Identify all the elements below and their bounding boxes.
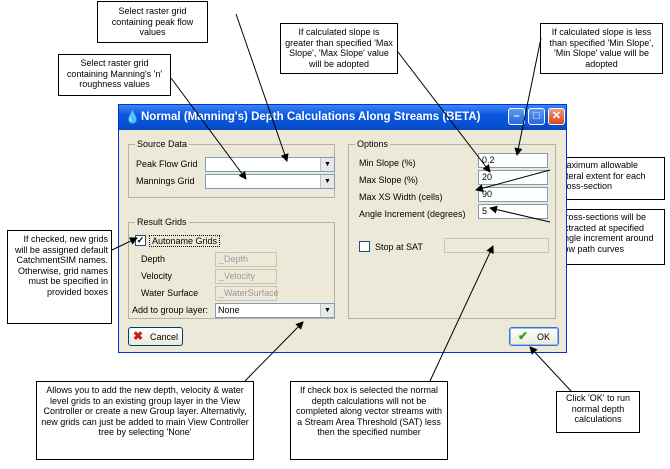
group-layer-value: None	[218, 305, 240, 315]
stop-at-sat-input[interactable]	[444, 238, 549, 253]
minimize-button[interactable]: –	[508, 108, 525, 125]
water-surface-label: Water Surface	[141, 288, 199, 298]
max-xs-width-label: Max XS Width (cells)	[359, 192, 443, 202]
depth-label: Depth	[141, 254, 166, 264]
max-slope-label: Max Slope (%)	[359, 175, 419, 185]
group-layer-label: Add to group layer:	[132, 305, 209, 315]
callout-group-layer: Allows you to add the new depth, velocit…	[36, 381, 254, 460]
arrow-ok	[529, 346, 572, 392]
chevron-down-icon[interactable]: ▼	[320, 175, 334, 188]
mannings-label: Mannings Grid	[136, 176, 195, 186]
callout-autoname: If checked, new grids will be assigned d…	[7, 230, 112, 324]
angle-increment-label: Angle Increment (degrees)	[359, 209, 466, 219]
source-data-group: Source Data Peak Flow Grid ▼ Mannings Gr…	[128, 139, 335, 198]
min-slope-input[interactable]: 0.2	[478, 153, 548, 168]
mannings-grid-select[interactable]: ▼	[205, 174, 335, 189]
min-slope-label: Min Slope (%)	[359, 158, 416, 168]
green-check-icon: ✔	[518, 329, 529, 343]
water-surface-input[interactable]: _WaterSurface	[215, 286, 279, 301]
chevron-down-icon[interactable]: ▼	[320, 158, 334, 171]
result-grids-group: Result Grids ✓ Autoname Grids Depth _Dep…	[128, 217, 335, 319]
callout-peak-flow: Select raster grid containing peak flow …	[97, 1, 208, 43]
result-grids-legend: Result Grids	[135, 217, 189, 227]
callout-stop-sat: If check box is selected the normal dept…	[290, 381, 448, 460]
source-data-legend: Source Data	[135, 139, 190, 149]
peak-flow-grid-select[interactable]: ▼	[205, 157, 335, 172]
autoname-label[interactable]: Autoname Grids	[149, 235, 221, 247]
depth-input[interactable]: _Depth	[215, 252, 277, 267]
stop-at-sat-label[interactable]: Stop at SAT	[375, 242, 423, 252]
close-button[interactable]: ✕	[548, 108, 565, 125]
peak-flow-label: Peak Flow Grid	[136, 159, 198, 169]
autoname-checkbox[interactable]: ✓	[135, 235, 146, 246]
manning-depth-dialog: 💧 Normal (Manning's) Depth Calculations …	[118, 104, 567, 353]
group-layer-select[interactable]: None ▼	[215, 303, 335, 318]
callout-angle: Cross-sections will be extracted at spec…	[550, 209, 665, 265]
chevron-down-icon[interactable]: ▼	[320, 304, 334, 317]
cancel-label: Cancel	[150, 332, 179, 342]
options-legend: Options	[355, 139, 391, 149]
title-bar[interactable]: 💧 Normal (Manning's) Depth Calculations …	[119, 105, 566, 130]
maximize-button[interactable]: □	[528, 108, 545, 125]
max-xs-width-input[interactable]: 90	[478, 187, 548, 202]
stop-at-sat-checkbox[interactable]	[359, 241, 370, 252]
callout-max-slope: If calculated slope is greater than spec…	[280, 23, 398, 74]
water-drop-icon: 💧	[125, 110, 140, 124]
velocity-input[interactable]: _Velocity	[215, 269, 277, 284]
callout-mannings: Select raster grid containing Manning's …	[58, 54, 171, 96]
velocity-label: Velocity	[141, 271, 173, 281]
ok-label: OK	[537, 332, 551, 342]
callout-min-slope: If calculated slope is less than specifi…	[540, 23, 663, 74]
cancel-button[interactable]: ✖ Cancel	[128, 327, 183, 346]
callout-max-xs: Maximum allowable lateral extent for eac…	[550, 157, 665, 200]
ok-button[interactable]: ✔ OK	[509, 327, 559, 346]
red-x-icon: ✖	[133, 329, 144, 343]
callout-ok: Click 'OK' to run normal depth calculati…	[556, 391, 640, 433]
dialog-title: Normal (Manning's) Depth Calculations Al…	[141, 111, 481, 123]
max-slope-input[interactable]: 20	[478, 170, 548, 185]
angle-increment-input[interactable]: 5	[478, 204, 548, 219]
options-group: Options Min Slope (%) 0.2 Max Slope (%) …	[348, 139, 556, 319]
